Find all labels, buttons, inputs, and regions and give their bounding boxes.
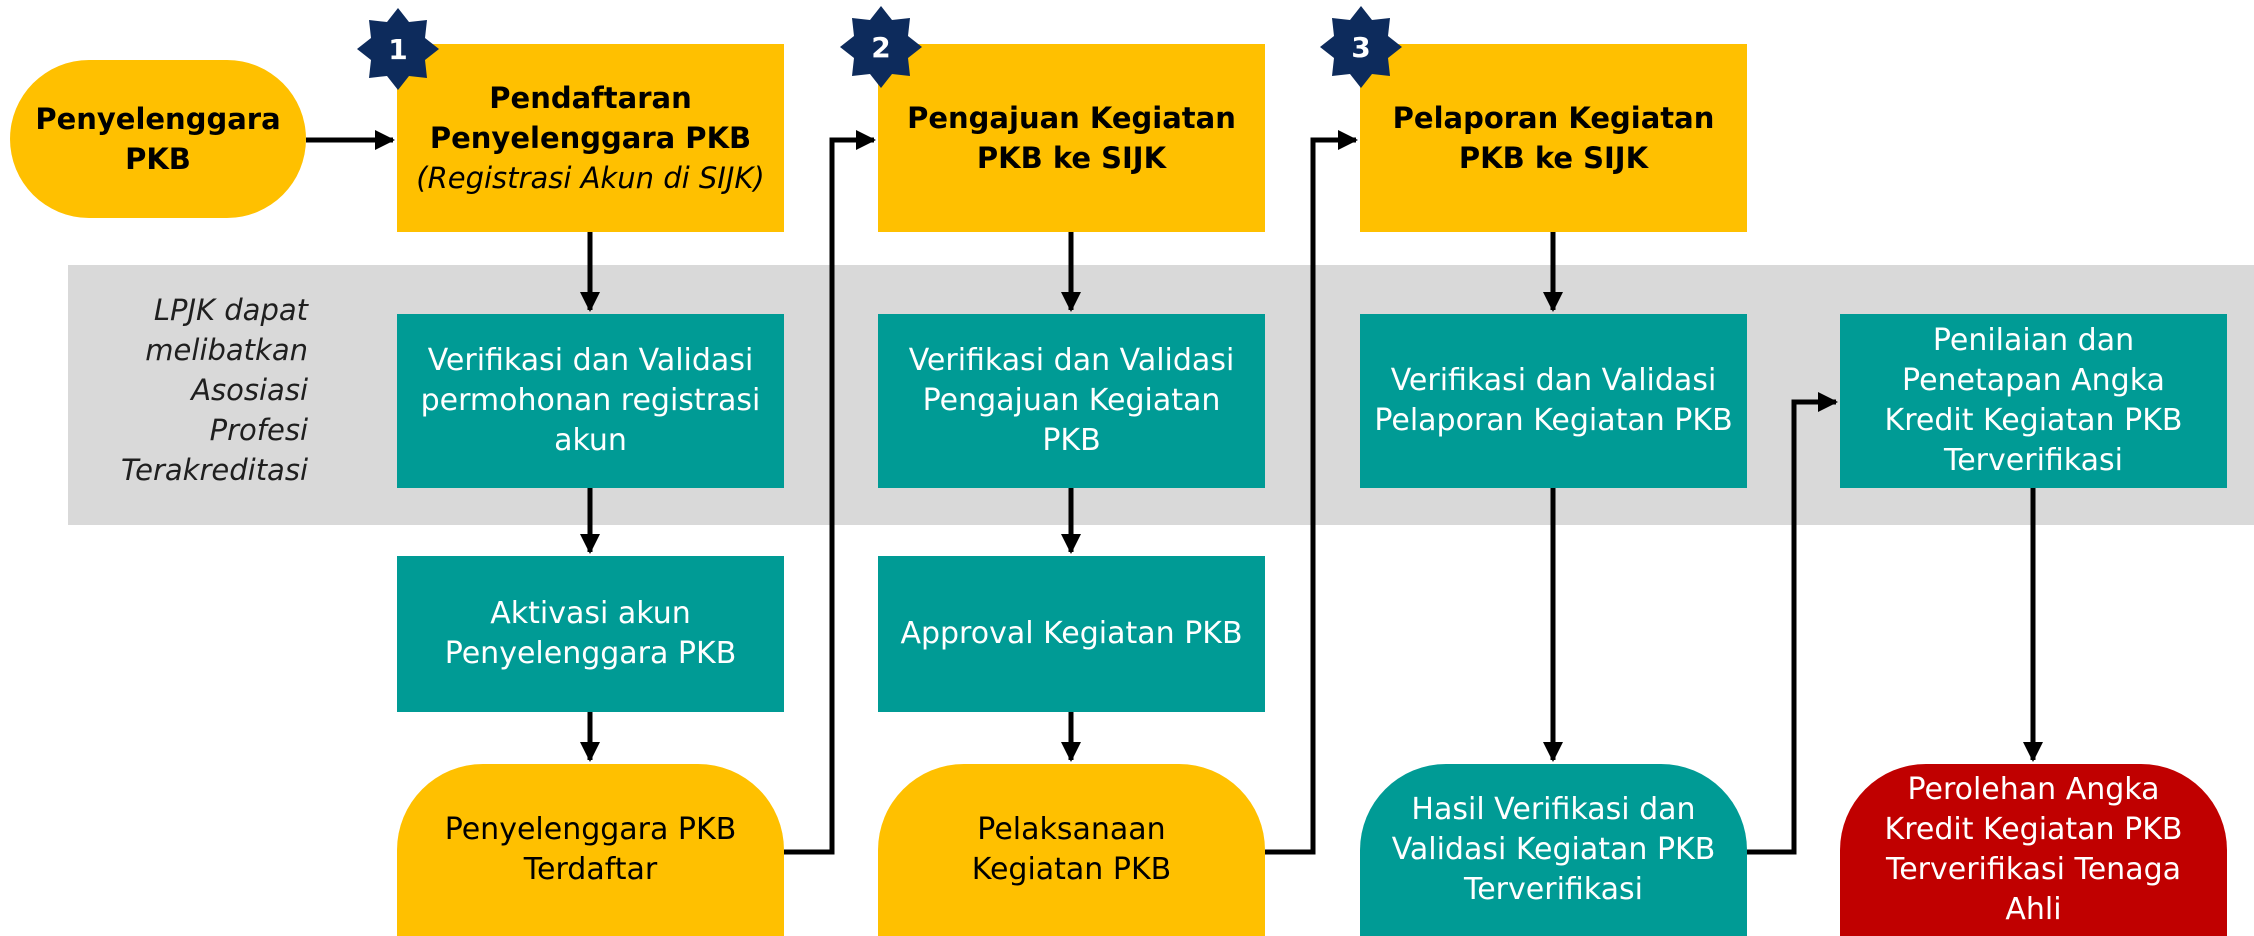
- col1-verify-box: Verifikasi dan Validasi permohonan regis…: [397, 314, 784, 488]
- step1-badge: 1: [357, 8, 439, 90]
- col4-assess-box: Penilaian dan Penetapan Angka Kredit Keg…: [1840, 314, 2227, 488]
- col2-result-line: Pelaksanaan: [977, 812, 1166, 847]
- col4-assess-line: Kredit Kegiatan PKB: [1884, 403, 2183, 438]
- step2-badge: 2: [840, 6, 922, 88]
- step2-title-line: Pengajuan Kegiatan: [907, 101, 1236, 135]
- arrow-col1-result-to-step2: [784, 130, 876, 855]
- col4-result-line: Ahli: [2005, 892, 2062, 927]
- col4-assess-line: Penilaian dan: [1932, 323, 2135, 358]
- col4-result-pill: Perolehan Angka Kredit Kegiatan PKB Terv…: [1840, 764, 2227, 936]
- col2-approval-box: Approval Kegiatan PKB: [878, 556, 1265, 712]
- col1-activate-box: Aktivasi akun Penyelenggara PKB: [397, 556, 784, 712]
- step2-header: Pengajuan Kegiatan PKB ke SIJK: [878, 44, 1265, 232]
- col1-activate-line: Penyelenggara PKB: [444, 636, 737, 671]
- step1-title-line: Pendaftaran: [489, 81, 692, 115]
- step1-header: Pendaftaran Penyelenggara PKB (Registras…: [397, 44, 784, 232]
- col2-verify-line: Verifikasi dan Validasi: [908, 343, 1235, 378]
- col3-result-line: Validasi Kegiatan PKB: [1391, 832, 1716, 867]
- star-badge-icon: [1320, 6, 1402, 88]
- step3-title-line: PKB ke SIJK: [1458, 141, 1649, 175]
- col4-result-line: Terverifikasi Tenaga: [1885, 852, 2182, 887]
- star-badge-icon: [357, 8, 439, 90]
- col1-result-pill: Penyelenggara PKB Terdaftar: [397, 764, 784, 936]
- col4-result-line: Kredit Kegiatan PKB: [1884, 812, 2183, 847]
- step3-badge: 3: [1320, 6, 1402, 88]
- col1-verify-line: Verifikasi dan Validasi: [427, 343, 754, 378]
- start-line: Penyelenggara: [35, 102, 281, 136]
- lpjk-note: LPJK dapat melibatkan Asosiasi Profesi T…: [100, 290, 308, 490]
- col1-activate-line: Aktivasi akun: [490, 596, 691, 631]
- col4-assess-line: Penetapan Angka: [1902, 363, 2165, 398]
- step2-number: 2: [871, 30, 891, 64]
- col3-verify-box: Verifikasi dan Validasi Pelaporan Kegiat…: [1360, 314, 1747, 488]
- col3-result-pill: Hasil Verifikasi dan Validasi Kegiatan P…: [1360, 764, 1747, 936]
- step2-title-line: PKB ke SIJK: [976, 141, 1167, 175]
- col2-approval-line: Approval Kegiatan PKB: [900, 616, 1243, 651]
- col3-result-line: Hasil Verifikasi dan: [1411, 792, 1696, 827]
- col4-assess-line: Terverifikasi: [1944, 443, 2123, 478]
- col1-result-line: Terdaftar: [523, 852, 658, 887]
- col1-verify-line: permohonan registrasi: [420, 383, 761, 418]
- col3-result-line: Terverifikasi: [1464, 872, 1643, 907]
- col3-verify-line: Pelaporan Kegiatan PKB: [1374, 403, 1733, 438]
- arrow-col2-result-to-step3: [1265, 130, 1358, 855]
- step3-title-line: Pelaporan Kegiatan: [1392, 101, 1715, 135]
- note-line: LPJK dapat: [153, 293, 308, 327]
- col3-verify-line: Verifikasi dan Validasi: [1390, 363, 1717, 398]
- col2-verify-box: Verifikasi dan Validasi Pengajuan Kegiat…: [878, 314, 1265, 488]
- col1-verify-line: akun: [554, 423, 627, 458]
- col4-result-line: Perolehan Angka: [1907, 772, 2160, 807]
- step1-title-line: Penyelenggara PKB: [429, 121, 752, 155]
- note-line: melibatkan: [145, 333, 308, 367]
- note-line: Terakreditasi: [121, 453, 308, 487]
- col2-result-pill: Pelaksanaan Kegiatan PKB: [878, 764, 1265, 936]
- step1-number: 1: [388, 32, 408, 66]
- col2-verify-line: PKB: [1042, 423, 1101, 458]
- star-badge-icon: [840, 6, 922, 88]
- arrow-col3-result-to-col4: [1747, 392, 1838, 855]
- col1-result-line: Penyelenggara PKB: [444, 812, 737, 847]
- col2-verify-line: Pengajuan Kegiatan: [922, 383, 1221, 418]
- step1-subtitle: (Registrasi Akun di SIJK): [416, 161, 765, 195]
- start-penyelenggara-pkb: Penyelenggara PKB: [10, 60, 306, 218]
- step3-header: Pelaporan Kegiatan PKB ke SIJK: [1360, 44, 1747, 232]
- note-line: Asosiasi: [191, 373, 308, 407]
- start-line: PKB: [125, 142, 191, 176]
- note-line: Profesi: [209, 413, 308, 447]
- col2-result-line: Kegiatan PKB: [971, 852, 1172, 887]
- step3-number: 3: [1351, 30, 1371, 64]
